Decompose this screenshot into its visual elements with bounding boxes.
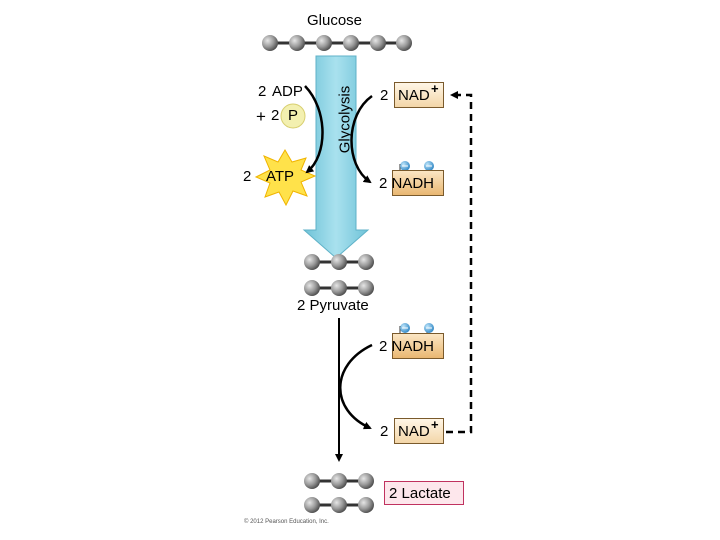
nad-bottom-label: NAD [398,423,430,440]
pyruvate-molecule-2 [304,280,374,296]
nad-reduction-arrow-top [350,94,373,184]
nadh-oxidation-arrow-bottom [339,343,373,430]
atp-count: 2 [243,168,252,185]
nadh-box-top [392,170,444,196]
nad-box-top [394,82,444,108]
plus-sign: + [256,107,266,126]
electrons-bottom [399,323,434,334]
nad-top-count: 2 [380,87,389,104]
lactate-label: 2 Lactate [389,485,451,502]
nad-top-sup: + [431,81,439,96]
p-label: P [288,107,299,124]
nadh-bottom-label: 2 NADH [379,338,435,355]
phosphate-circle [280,103,306,129]
adp-to-atp-arrow [304,85,324,174]
glucose-label: Glucose [307,12,363,29]
adp-label: ADP [272,83,303,100]
p-count: 2 [271,107,280,124]
lactate-box [384,481,464,505]
glycolysis-arrow [302,55,370,259]
lactate-molecule-1 [304,473,374,489]
lactate-molecule-2 [304,497,374,513]
atp-label: ATP [266,168,295,185]
glycolysis-label: Glycolysis [336,85,354,154]
copyright-notice: © 2012 Pearson Education, Inc. [244,519,329,525]
nad-bottom-count: 2 [380,423,389,440]
adp-count: 2 [258,83,267,100]
nadh-top-label: 2 NADH [379,175,435,192]
pyruvate-molecule-1 [304,254,374,270]
nad-recycle-dashed-line [446,91,473,434]
nadh-box-bottom [392,333,444,359]
nad-bottom-sup: + [431,417,439,432]
atp-burst-icon [254,149,317,207]
pyruvate-label: 2 Pyruvate [297,297,369,314]
nad-top-label: NAD [398,87,430,104]
nad-box-bottom [394,418,444,444]
electrons-top [399,161,434,172]
glucose-molecule [262,35,412,51]
